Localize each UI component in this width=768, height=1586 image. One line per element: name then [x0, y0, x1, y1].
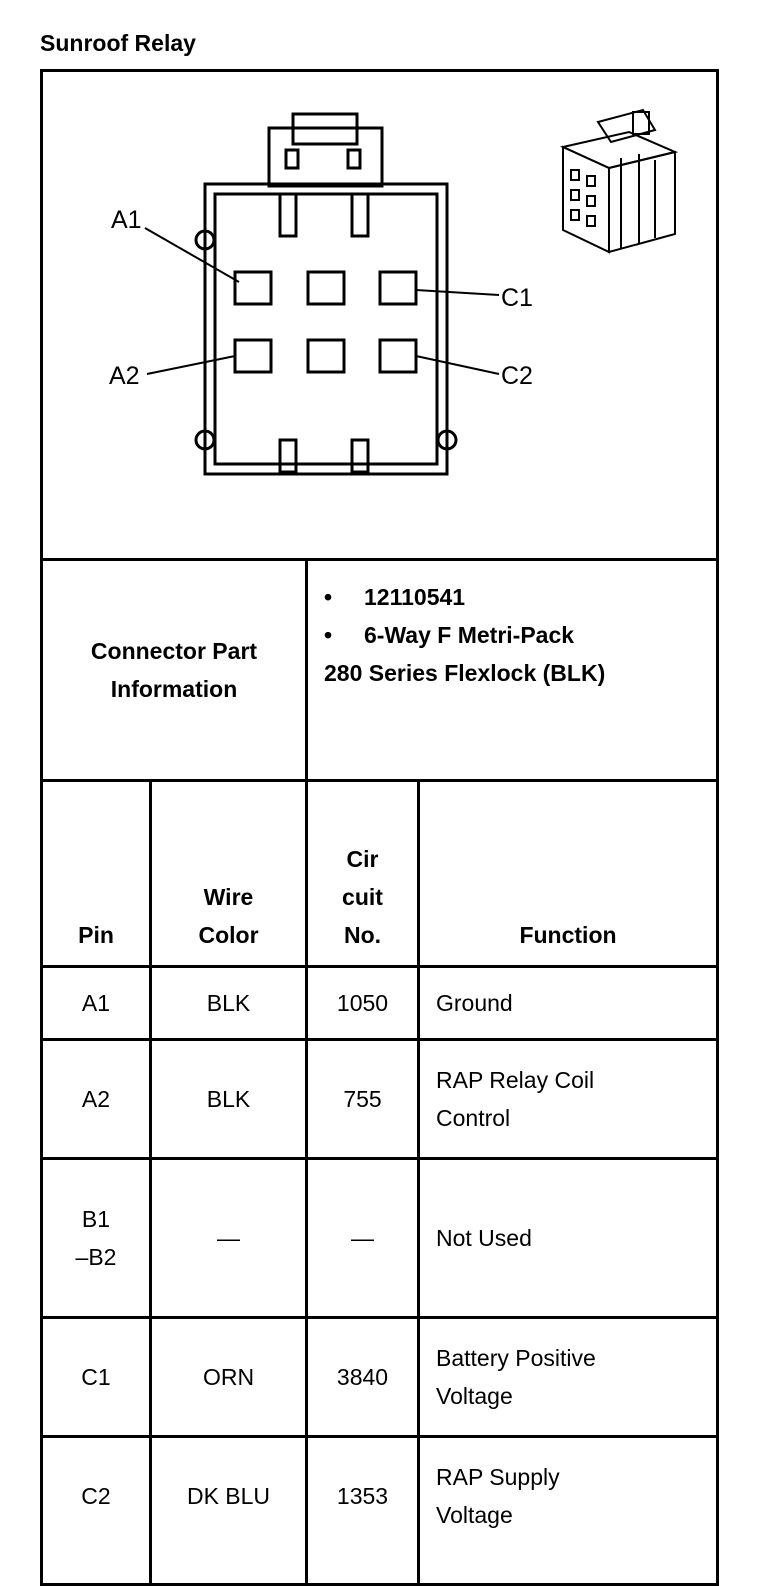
- divider: [40, 1583, 719, 1586]
- divider: [149, 779, 152, 1586]
- leader-a2: [146, 355, 236, 375]
- header-function: Function: [519, 922, 617, 948]
- pin-label-a1: A1: [111, 206, 142, 234]
- divider: [40, 558, 719, 561]
- page-title: Sunroof Relay: [40, 30, 196, 56]
- row-a1-pin: A1: [81, 990, 111, 1016]
- row-c2-function: RAP Supply Voltage: [436, 1464, 560, 1528]
- header-wire-color: Wire Color: [198, 884, 259, 948]
- row-a1-wire: BLK: [206, 990, 251, 1016]
- connector-diagram: A1 A2 C1 C2: [43, 72, 716, 558]
- leader-c2: [415, 355, 500, 375]
- row-b-wire: —: [217, 1225, 240, 1251]
- cavity-a2: [233, 338, 273, 374]
- divider: [40, 1435, 719, 1438]
- side-ear: [436, 429, 458, 451]
- row-a1-function: Ground: [436, 990, 513, 1016]
- row-b-pin: B1 –B2: [75, 1206, 117, 1270]
- latch-housing: [267, 126, 384, 188]
- row-c1-function: Battery Positive Voltage: [436, 1345, 596, 1409]
- part-series: 280 Series Flexlock (BLK): [324, 660, 606, 686]
- cavity-c1: [378, 270, 418, 306]
- pin-label-c2: C2: [501, 362, 533, 390]
- cavity-c2: [378, 338, 418, 374]
- pin-label-a2: A2: [109, 362, 140, 390]
- divider: [40, 965, 719, 968]
- row-a2-pin: A2: [81, 1086, 111, 1112]
- divider: [305, 779, 308, 1586]
- side-ear: [194, 429, 216, 451]
- cavity-a1: [233, 270, 273, 306]
- row-c1-circuit: 3840: [336, 1364, 389, 1390]
- row-a2-circuit: 755: [343, 1086, 382, 1112]
- row-c2-wire: DK BLU: [186, 1483, 271, 1509]
- row-a1-circuit: 1050: [336, 990, 389, 1016]
- divider: [40, 1316, 719, 1319]
- row-a2-function: RAP Relay Coil Control: [436, 1067, 595, 1131]
- row-c1-pin: C1: [81, 1364, 111, 1390]
- header-circuit: Cir cuit No.: [342, 846, 383, 948]
- table-frame: [40, 69, 719, 1586]
- leader-a1: [144, 227, 240, 283]
- row-b-circuit: —: [351, 1225, 374, 1251]
- row-c2-pin: C2: [81, 1483, 111, 1509]
- cavity-b1: [306, 270, 346, 306]
- cavity-b2: [306, 338, 346, 374]
- pin-label-c1: C1: [501, 284, 533, 312]
- divider: [417, 779, 420, 1586]
- row-c1-wire: ORN: [202, 1364, 255, 1390]
- divider: [40, 1038, 719, 1041]
- divider: [305, 558, 308, 779]
- divider: [40, 1157, 719, 1160]
- divider: [40, 779, 719, 782]
- part-type: 6-Way F Metri-Pack: [364, 622, 575, 648]
- part-number: 12110541: [364, 584, 466, 610]
- row-b-function: Not Used: [436, 1225, 532, 1251]
- header-pin: Pin: [78, 922, 114, 948]
- part-info-label: Connector Part Information: [90, 638, 258, 702]
- latch-tab: [291, 112, 359, 146]
- connector-iso-view: [559, 108, 679, 254]
- row-a2-wire: BLK: [206, 1086, 251, 1112]
- leader-c1: [415, 289, 500, 296]
- part-info-value: •12110541 •6-Way F Metri-Pack 280 Series…: [324, 578, 605, 692]
- side-ear: [194, 229, 216, 251]
- row-c2-circuit: 1353: [336, 1483, 389, 1509]
- connector-body: [203, 182, 449, 476]
